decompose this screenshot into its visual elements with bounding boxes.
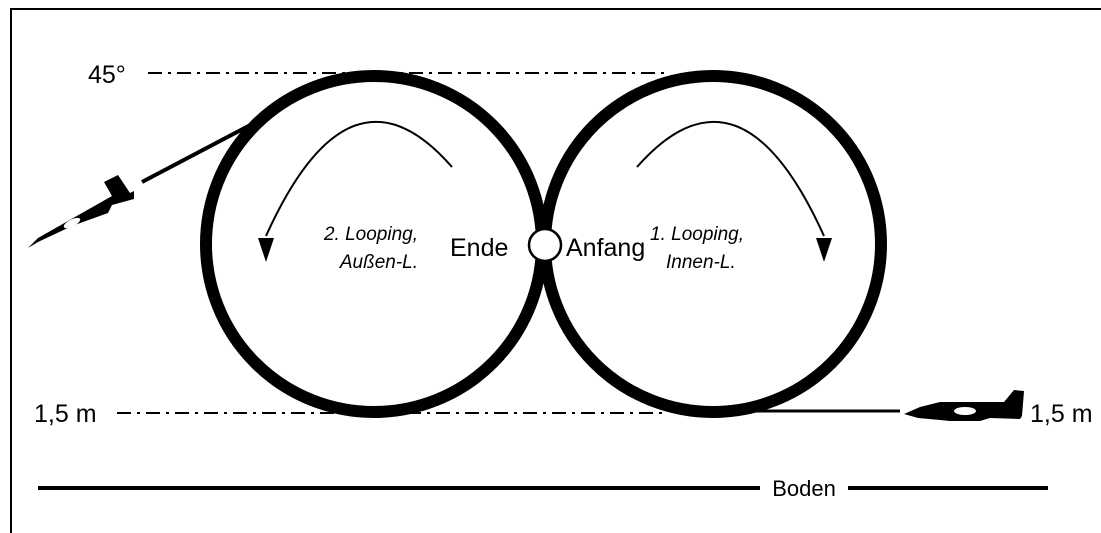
loop2-label-line1: 2. Looping, <box>323 224 418 245</box>
end-label: Ende <box>450 234 508 262</box>
bottom-level-right-label: 1,5 m <box>1030 400 1093 428</box>
loop1-label-line1: 1. Looping, <box>650 224 744 245</box>
bottom-level-left-label: 1,5 m <box>34 400 97 428</box>
loop2-label-line2: Außen-L. <box>339 252 418 273</box>
top-level-label: 45° <box>88 61 126 89</box>
airplane-level-icon <box>904 390 1024 421</box>
loop1-label-line2: Innen-L. <box>666 252 736 273</box>
start-label: Anfang <box>566 234 645 262</box>
airplane-climbing-icon <box>28 175 134 248</box>
ground-label: Boden <box>772 476 836 501</box>
diagram-frame <box>11 9 1101 533</box>
start-end-marker <box>529 229 561 261</box>
